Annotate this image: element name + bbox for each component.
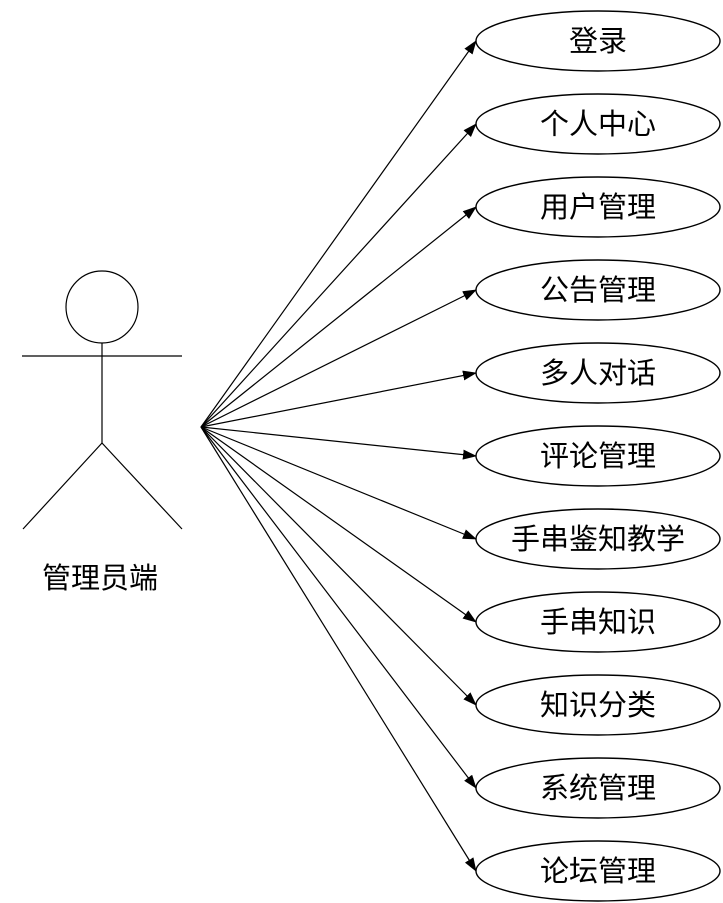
use-case-ellipse — [475, 10, 721, 72]
actor-label: 管理员端 — [42, 561, 158, 595]
arrow-to-usecase-5 — [200, 370, 477, 428]
use-case-ellipse — [475, 508, 721, 570]
use-case-1: 登录 — [475, 10, 721, 72]
actor-right-leg — [101, 442, 183, 530]
actor-figure — [22, 270, 183, 530]
use-case-label: 论坛管理 — [540, 854, 656, 888]
use-case-label: 个人中心 — [540, 107, 656, 141]
use-case-6: 评论管理 — [475, 425, 721, 487]
arrow-to-usecase-6 — [200, 426, 477, 460]
use-case-label: 手串知识 — [540, 605, 656, 639]
use-case-label: 用户管理 — [540, 190, 656, 224]
association-arrows — [200, 40, 477, 872]
use-case-10: 系统管理 — [475, 757, 721, 819]
use-case-ellipse — [475, 176, 721, 238]
use-case-8: 手串知识 — [475, 591, 721, 653]
arrow-to-usecase-3 — [200, 206, 477, 428]
use-case-ellipse — [475, 93, 721, 155]
use-case-ellipse — [475, 757, 721, 819]
use-case-ellipse — [475, 591, 721, 653]
use-case-label: 多人对话 — [540, 356, 656, 390]
arrow-to-usecase-1 — [200, 40, 477, 428]
use-case-7: 手串鉴知教学 — [475, 508, 721, 570]
use-case-ellipse — [475, 259, 721, 321]
arrow-to-usecase-9 — [200, 426, 477, 706]
arrow-to-usecase-10 — [200, 426, 477, 789]
actor-head — [65, 270, 139, 344]
use-case-label: 评论管理 — [540, 439, 656, 473]
use-case-ellipse — [475, 674, 721, 736]
use-case-3: 用户管理 — [475, 176, 721, 238]
use-case-ellipse — [475, 425, 721, 487]
use-case-label: 公告管理 — [540, 273, 656, 307]
actor-left-leg — [22, 442, 103, 530]
use-case-4: 公告管理 — [475, 259, 721, 321]
arrow-to-usecase-7 — [200, 426, 477, 540]
use-case-label: 登录 — [569, 24, 627, 58]
use-case-label: 知识分类 — [540, 688, 656, 722]
use-case-11: 论坛管理 — [475, 840, 721, 902]
arrow-to-usecase-4 — [200, 289, 477, 428]
use-case-9: 知识分类 — [475, 674, 721, 736]
use-case-label: 系统管理 — [540, 771, 656, 805]
arrow-to-usecase-11 — [200, 426, 477, 872]
use-case-label: 手串鉴知教学 — [511, 522, 685, 556]
arrow-to-usecase-2 — [200, 123, 477, 428]
use-case-5: 多人对话 — [475, 342, 721, 404]
arrow-to-usecase-8 — [200, 426, 477, 623]
use-case-ellipse — [475, 840, 721, 902]
use-case-ellipse — [475, 342, 721, 404]
use-case-2: 个人中心 — [475, 93, 721, 155]
use-case-list: 登录 个人中心 用户管理 公告管理 多人对话 评论管理 手串鉴知教学 手串知识 — [475, 10, 721, 902]
